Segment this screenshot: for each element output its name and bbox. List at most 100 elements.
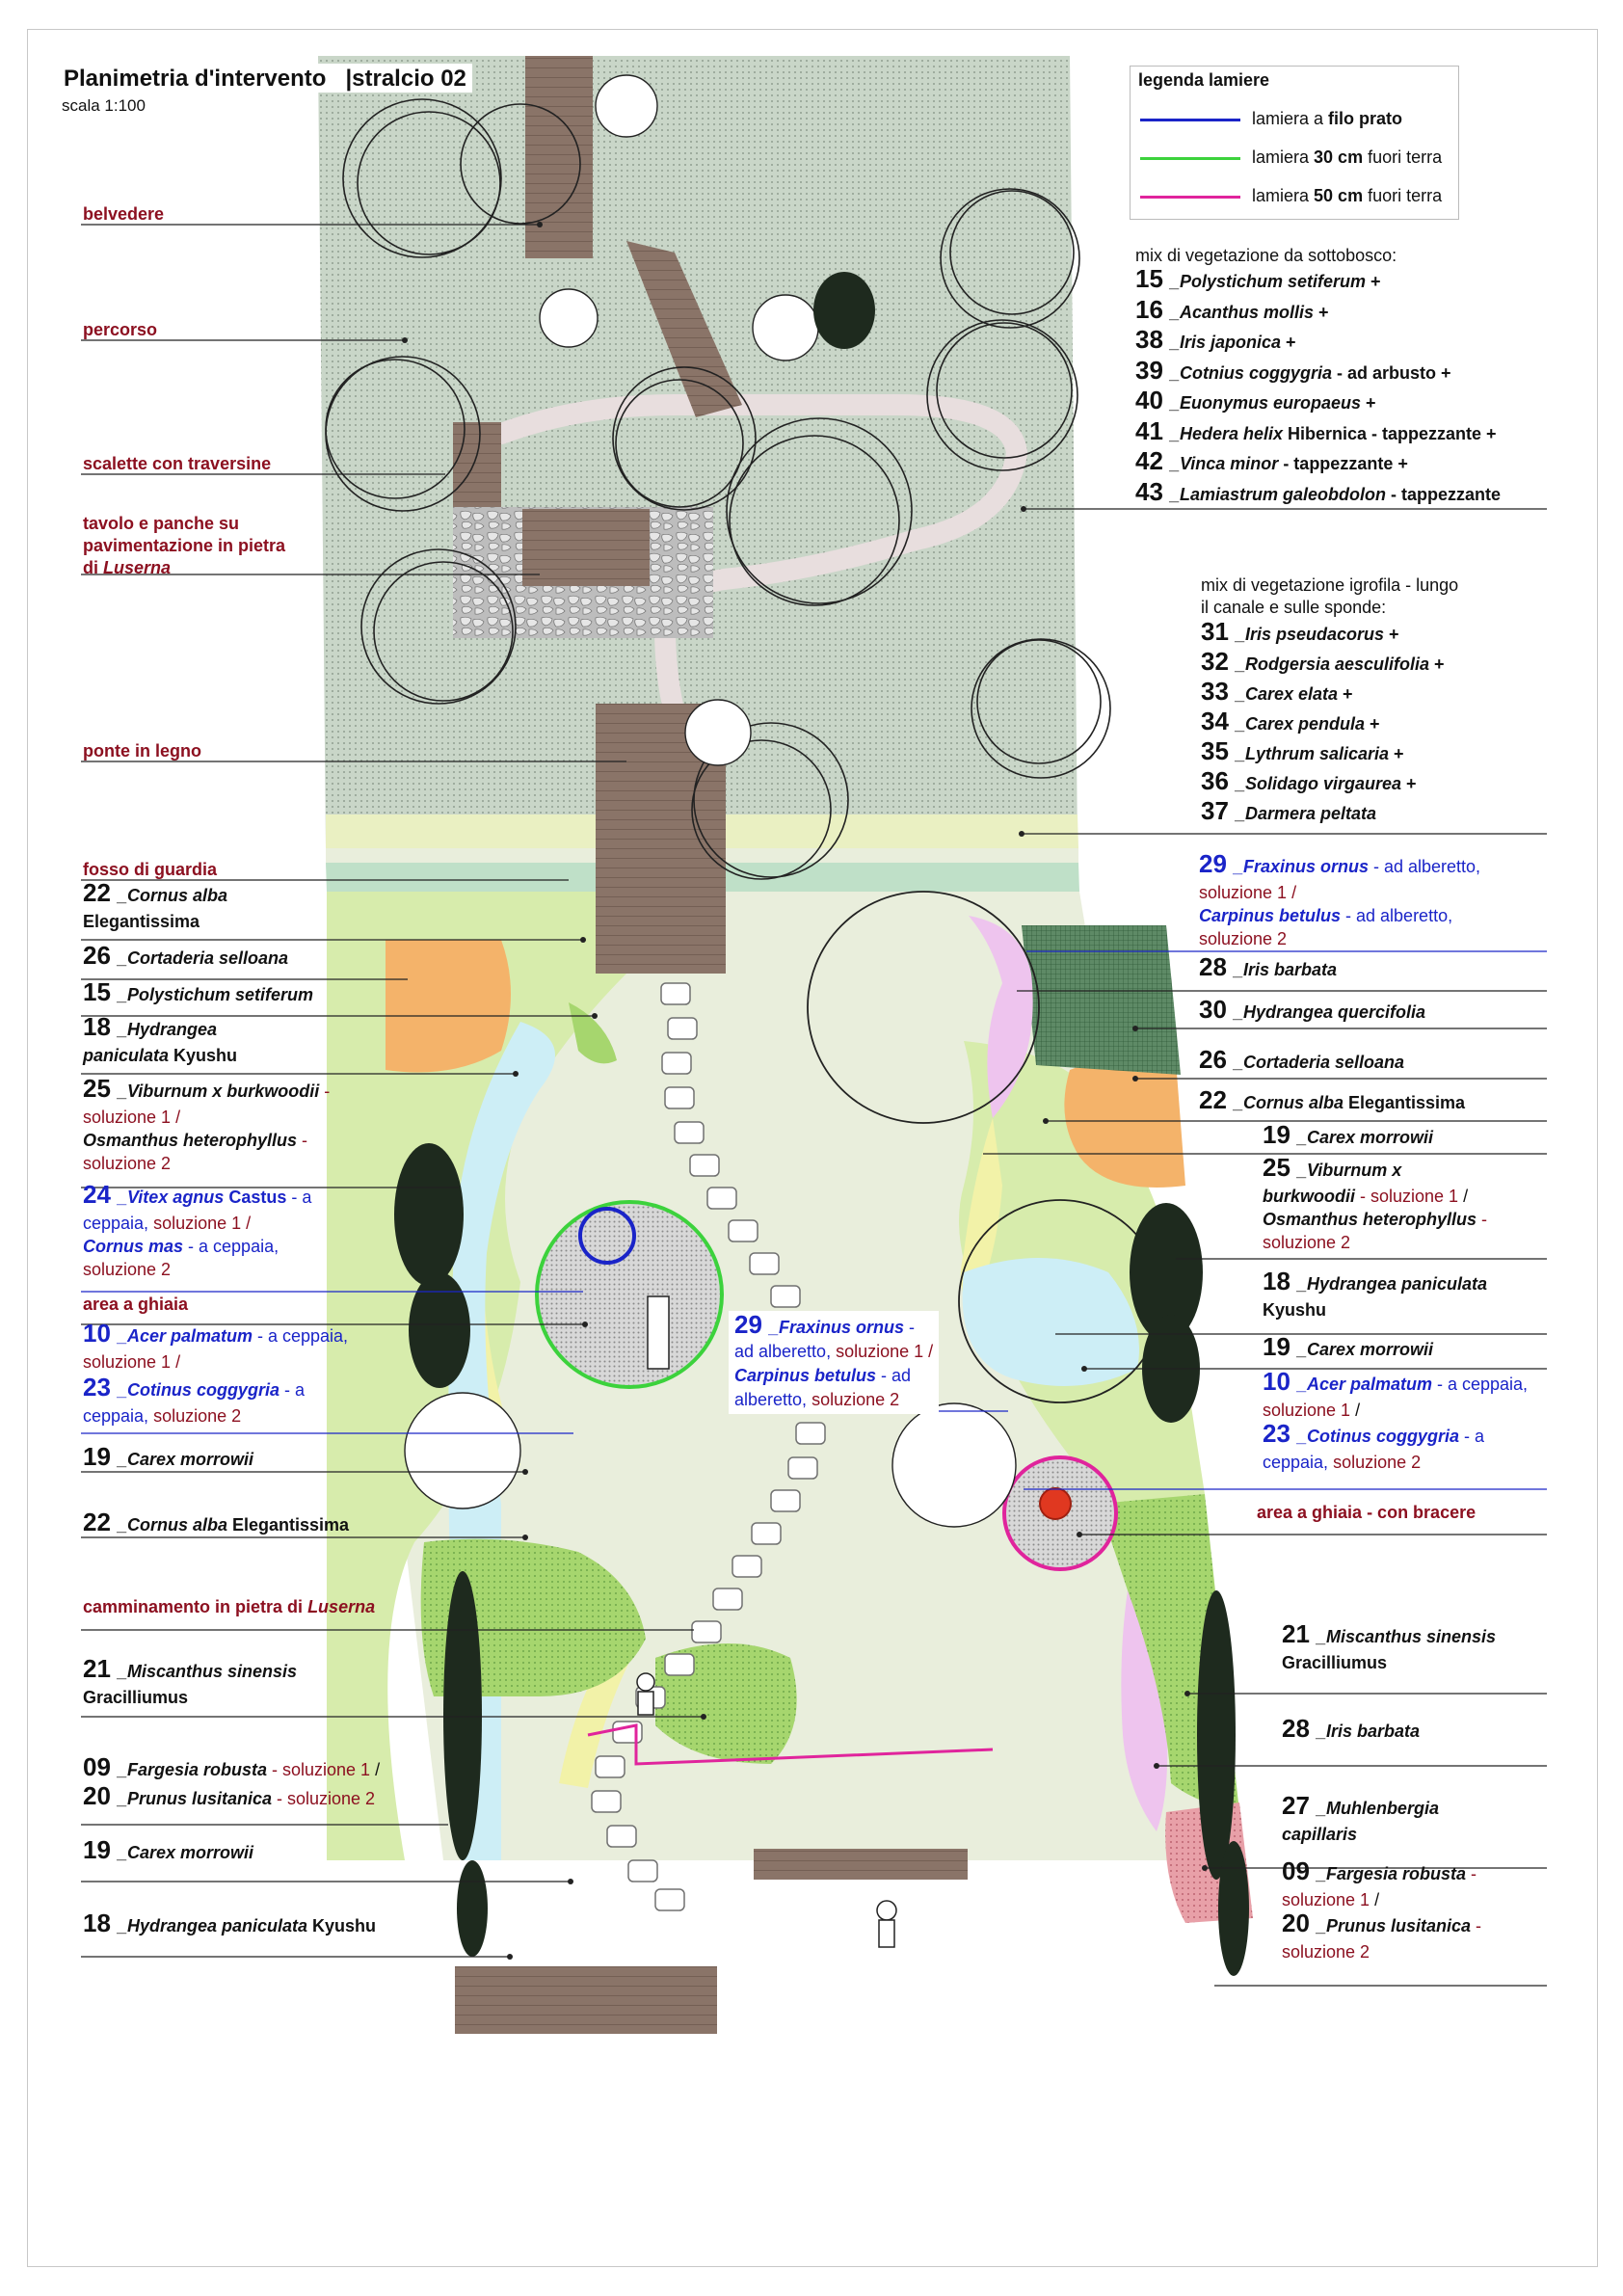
label-camminamento: camminamento in pietra di Luserna: [83, 1597, 376, 1616]
bracere-fire: [1039, 1487, 1072, 1520]
label-r23-cotinus: 23 _Cotinus coggygria - a: [1263, 1419, 1484, 1448]
sottobosco-item-number: 43: [1135, 476, 1163, 506]
bed-pink-iris-upper: [969, 916, 1033, 1118]
legend-item-filo-prato: lamiera a filo prato: [1140, 109, 1402, 129]
sottobosco-item-number: 16: [1135, 294, 1163, 324]
leader-lines-left-blue: [81, 1291, 583, 1434]
sottobosco-item-number: 40: [1135, 386, 1163, 414]
sottobosco-item-number: 42: [1135, 446, 1163, 475]
igrofila-item-number: 35: [1201, 736, 1229, 765]
igrofila-item: 34 _Carex pendula +: [1201, 707, 1380, 735]
label-r09-fargesia: 09 _Fargesia robusta -: [1282, 1856, 1477, 1885]
label-r29-soluzione-1: soluzione 1 /: [1199, 883, 1297, 902]
woodland-area: [318, 56, 1078, 848]
bed-orange-cortaderia-right: [1064, 1056, 1185, 1188]
label-21-miscanthus: 21 _Miscanthus sinensis: [83, 1654, 298, 1683]
legend-item-30cm: lamiera 30 cm fuori terra: [1140, 147, 1442, 168]
label-r10-acer: 10 _Acer palmatum - a ceppaia,: [1263, 1367, 1529, 1396]
igrofila-item-name: _Carex elata: [1235, 684, 1339, 704]
label-10-acer: 10 _Acer palmatum - a ceppaia,: [83, 1319, 349, 1348]
label-fosso: fosso di guardia: [83, 860, 218, 879]
igrofila-item-note: +: [1429, 654, 1445, 674]
sottobosco-item-name: _Lamiastrum galeobdolon: [1169, 484, 1386, 504]
sottobosco-item: 40 _Euonymus europaeus +: [1135, 386, 1376, 414]
shrubs: [404, 74, 1017, 1528]
lower-deck: [455, 1966, 717, 2034]
steel-edge-legend: legenda lamiere lamiera a filo prato lam…: [1130, 66, 1459, 220]
blue-steel-ring: [578, 1207, 636, 1265]
label-18-hydrangea-cont: paniculata Kyushu: [83, 1046, 238, 1065]
label-tavolo-3: di Luserna: [83, 558, 172, 577]
magenta-steel-edge: [587, 1723, 994, 1766]
igrofila-item-number: 37: [1201, 796, 1229, 825]
label-25-viburnum: 25 _Viburnum x burkwoodii -: [83, 1074, 331, 1103]
sottobosco-heading: mix di vegetazione da sottobosco:: [1135, 246, 1397, 265]
igrofila-item-name: _Lythrum salicaria: [1235, 744, 1390, 763]
bed-pink-iris-lower: [1121, 1590, 1168, 1831]
legend-swatch-blue: [1140, 118, 1240, 121]
label-25-osmanthus: Osmanthus heterophyllus -: [83, 1131, 308, 1150]
label-belvedere: belvedere: [83, 204, 165, 224]
label-24-ceppaia: ceppaia, soluzione 1 /: [83, 1214, 252, 1233]
sottobosco-item-number: 15: [1135, 264, 1163, 293]
label-r-bracere: area a ghiaia - con bracere: [1257, 1503, 1477, 1522]
sottobosco-item-note: +: [1361, 393, 1376, 413]
sottobosco-item-name: _Cotnius coggygria: [1169, 362, 1332, 383]
sottobosco-item: 41 _Hedera helix Hibernica - tappezzante…: [1135, 418, 1497, 445]
label-r21-miscanthus: 21 _Miscanthus sinensis: [1282, 1619, 1497, 1648]
label-r28-iris: 28 _Iris barbata: [1199, 952, 1337, 981]
igrofila-heading-2: il canale e sulle sponde:: [1201, 598, 1387, 617]
label-r22-cornus: 22 _Cornus alba Elegantissima: [1199, 1085, 1466, 1114]
sottobosco-item-name: _Euonymus europaeus: [1169, 393, 1361, 413]
sottobosco-item-number: 39: [1135, 355, 1163, 385]
leader-dots: [402, 222, 1208, 1960]
label-area-ghiaia: area a ghiaia: [83, 1295, 189, 1314]
igrofila-item-note: +: [1401, 774, 1417, 793]
label-r25-osmanthus: Osmanthus heterophyllus -: [1263, 1210, 1488, 1229]
label-20-prunus: 20 _Prunus lusitanica - soluzione 2: [83, 1781, 376, 1810]
igrofila-item-note: +: [1365, 714, 1380, 734]
label-r28-iris-b: 28 _Iris barbata: [1282, 1714, 1420, 1743]
bed-orange-cortaderia-left: [386, 940, 511, 1073]
igrofila-item-number: 31: [1201, 617, 1229, 646]
bed-hydrangea-quercifolia: [1022, 925, 1181, 1075]
label-r27-cont: capillaris: [1282, 1825, 1358, 1844]
legend-swatch-magenta: [1140, 195, 1240, 199]
legend-item-50cm: lamiera 50 cm fuori terra: [1140, 186, 1442, 206]
label-r23-ceppaia: ceppaia, soluzione 2: [1263, 1453, 1422, 1472]
igrofila-item: 35 _Lythrum salicaria +: [1201, 738, 1404, 765]
label-percorso: percorso: [83, 320, 158, 339]
label-r25-soluzione-2: soluzione 2: [1263, 1233, 1351, 1252]
igrofila-item-name: _Darmera peltata: [1235, 804, 1377, 823]
label-25-soluzione-2: soluzione 2: [83, 1154, 172, 1173]
igrofila-item: 32 _Rodgersia aesculifolia +: [1201, 649, 1445, 676]
label-22-cornus-alba-cont: Elegantissima: [83, 912, 200, 931]
label-29-center-line1: 29 _Fraxinus ornus -: [734, 1310, 915, 1339]
igrofila-item-name: _Iris pseudacorus: [1235, 625, 1385, 644]
sheet-frame: [27, 29, 1598, 2267]
label-r27-muhlenbergia: 27 _Muhlenbergia: [1282, 1791, 1439, 1820]
scale-label: scala 1:100: [62, 96, 149, 116]
label-r30-hydrangea: 30 _Hydrangea quercifolia: [1199, 995, 1426, 1024]
bed-yellow-upper: [960, 1118, 1002, 1311]
sottobosco-item-note: +: [1366, 272, 1381, 291]
conifer-hedges: [394, 272, 1249, 1976]
label-scalette: scalette con traversine: [83, 454, 272, 473]
igrofila-item-note: +: [1338, 684, 1353, 704]
label-tavolo-2: pavimentazione in pietra: [83, 536, 286, 555]
label-r29-soluzione-2: soluzione 2: [1199, 929, 1288, 948]
legend-title: legenda lamiere: [1138, 70, 1270, 90]
igrofila-heading-1: mix di vegetazione igrofila - lungo: [1201, 575, 1459, 595]
lower-bench: [754, 1849, 968, 1880]
label-29-center-box: 29 _Fraxinus ornus - ad alberetto, soluz…: [729, 1310, 940, 1414]
legend-swatch-green: [1140, 156, 1240, 160]
label-09-fargesia: 09 _Fargesia robusta - soluzione 1 /: [83, 1752, 381, 1781]
label-r29-fraxinus: 29 _Fraxinus ornus - ad alberetto,: [1199, 849, 1481, 878]
igrofila-item-number: 34: [1201, 707, 1229, 735]
page-title: Planimetria d'intervento |stralcio 02: [62, 64, 472, 93]
label-r20-soluzione-2: soluzione 2: [1282, 1942, 1370, 1962]
sottobosco-item: 39 _Cotnius coggygria - ad arbusto +: [1135, 358, 1451, 385]
label-19-carex-b: 19 _Carex morrowii: [83, 1835, 253, 1864]
sottobosco-item-number: 41: [1135, 415, 1163, 445]
sottobosco-item-name: _Vinca minor: [1169, 454, 1279, 473]
